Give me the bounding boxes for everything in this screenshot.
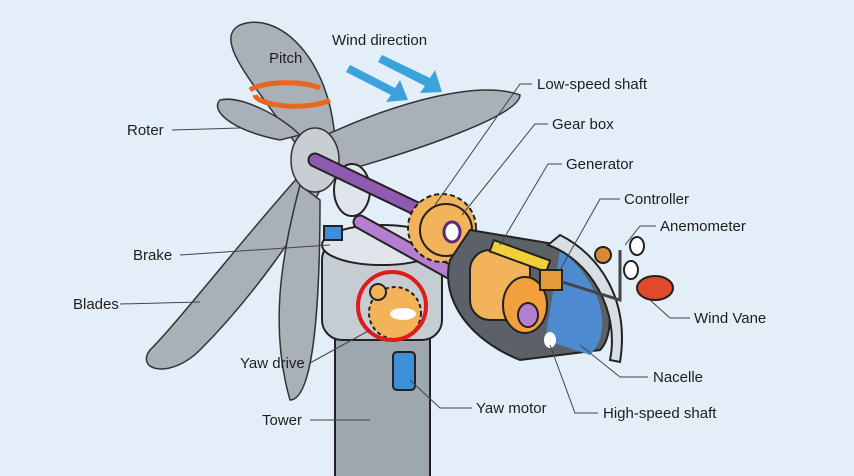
label-wind-direction: Wind direction <box>332 32 427 49</box>
label-yaw-motor: Yaw motor <box>476 400 547 417</box>
brake <box>323 225 343 241</box>
label-high-speed-shaft: High-speed shaft <box>603 405 717 422</box>
label-gear-box: Gear box <box>552 116 614 133</box>
generator <box>469 238 552 334</box>
anemometer <box>561 236 645 303</box>
high-speed-shaft-end <box>544 332 556 348</box>
leader-lines <box>119 83 690 421</box>
label-roter: Roter <box>127 122 164 139</box>
yaw-drive <box>368 283 422 340</box>
wind-vane <box>636 275 674 301</box>
label-low-speed-shaft: Low-speed shaft <box>537 76 648 93</box>
gear-box <box>407 193 477 263</box>
label-tower: Tower <box>262 412 302 429</box>
label-pitch: Pitch <box>269 50 302 67</box>
wind-direction-arrow-icon <box>346 55 442 102</box>
label-yaw-drive: Yaw drive <box>240 355 305 372</box>
blades <box>145 21 521 401</box>
label-wind-vane: Wind Vane <box>694 310 766 327</box>
label-nacelle: Nacelle <box>653 369 703 386</box>
controller <box>539 269 563 291</box>
yaw-motor <box>392 351 416 391</box>
label-brake: Brake <box>133 247 172 264</box>
yaw-drive-highlight-circle <box>356 270 428 342</box>
pitch-arrow-icon <box>248 80 332 109</box>
label-blades: Blades <box>73 296 119 313</box>
label-generator: Generator <box>566 156 634 173</box>
label-controller: Controller <box>624 191 689 208</box>
label-anemometer: Anemometer <box>660 218 746 235</box>
